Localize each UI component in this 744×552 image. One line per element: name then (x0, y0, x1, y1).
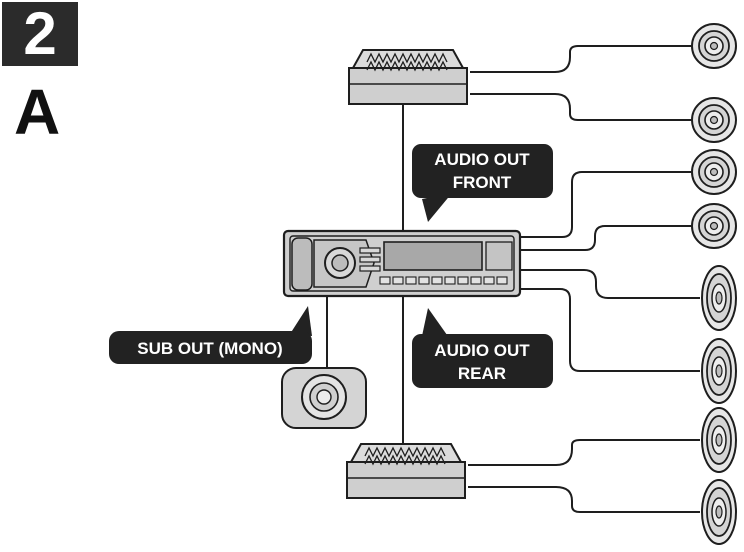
rear-speaker-1 (702, 266, 736, 330)
audio-out-rear-line2: REAR (458, 364, 506, 383)
front-speaker-2 (692, 98, 736, 142)
audio-out-front-label: AUDIO OUT FRONT (412, 144, 553, 222)
sub-out-text: SUB OUT (MONO) (137, 339, 282, 358)
rear-amplifier (347, 444, 465, 498)
audio-out-rear-label: AUDIO OUT REAR (412, 308, 553, 388)
rear-speaker-2 (702, 339, 736, 403)
audio-out-rear-line1: AUDIO OUT (434, 341, 530, 360)
audio-out-front-line1: AUDIO OUT (434, 150, 530, 169)
audio-out-front-line2: FRONT (453, 173, 512, 192)
rear-speaker-3 (702, 408, 736, 472)
sub-out-label: SUB OUT (MONO) (109, 306, 312, 364)
subwoofer (282, 368, 366, 428)
rear-speaker-4 (702, 480, 736, 544)
front-speaker-3 (692, 150, 736, 194)
front-amplifier (349, 50, 467, 104)
head-unit (284, 231, 520, 296)
front-speaker-1 (692, 24, 736, 68)
front-speaker-4 (692, 204, 736, 248)
